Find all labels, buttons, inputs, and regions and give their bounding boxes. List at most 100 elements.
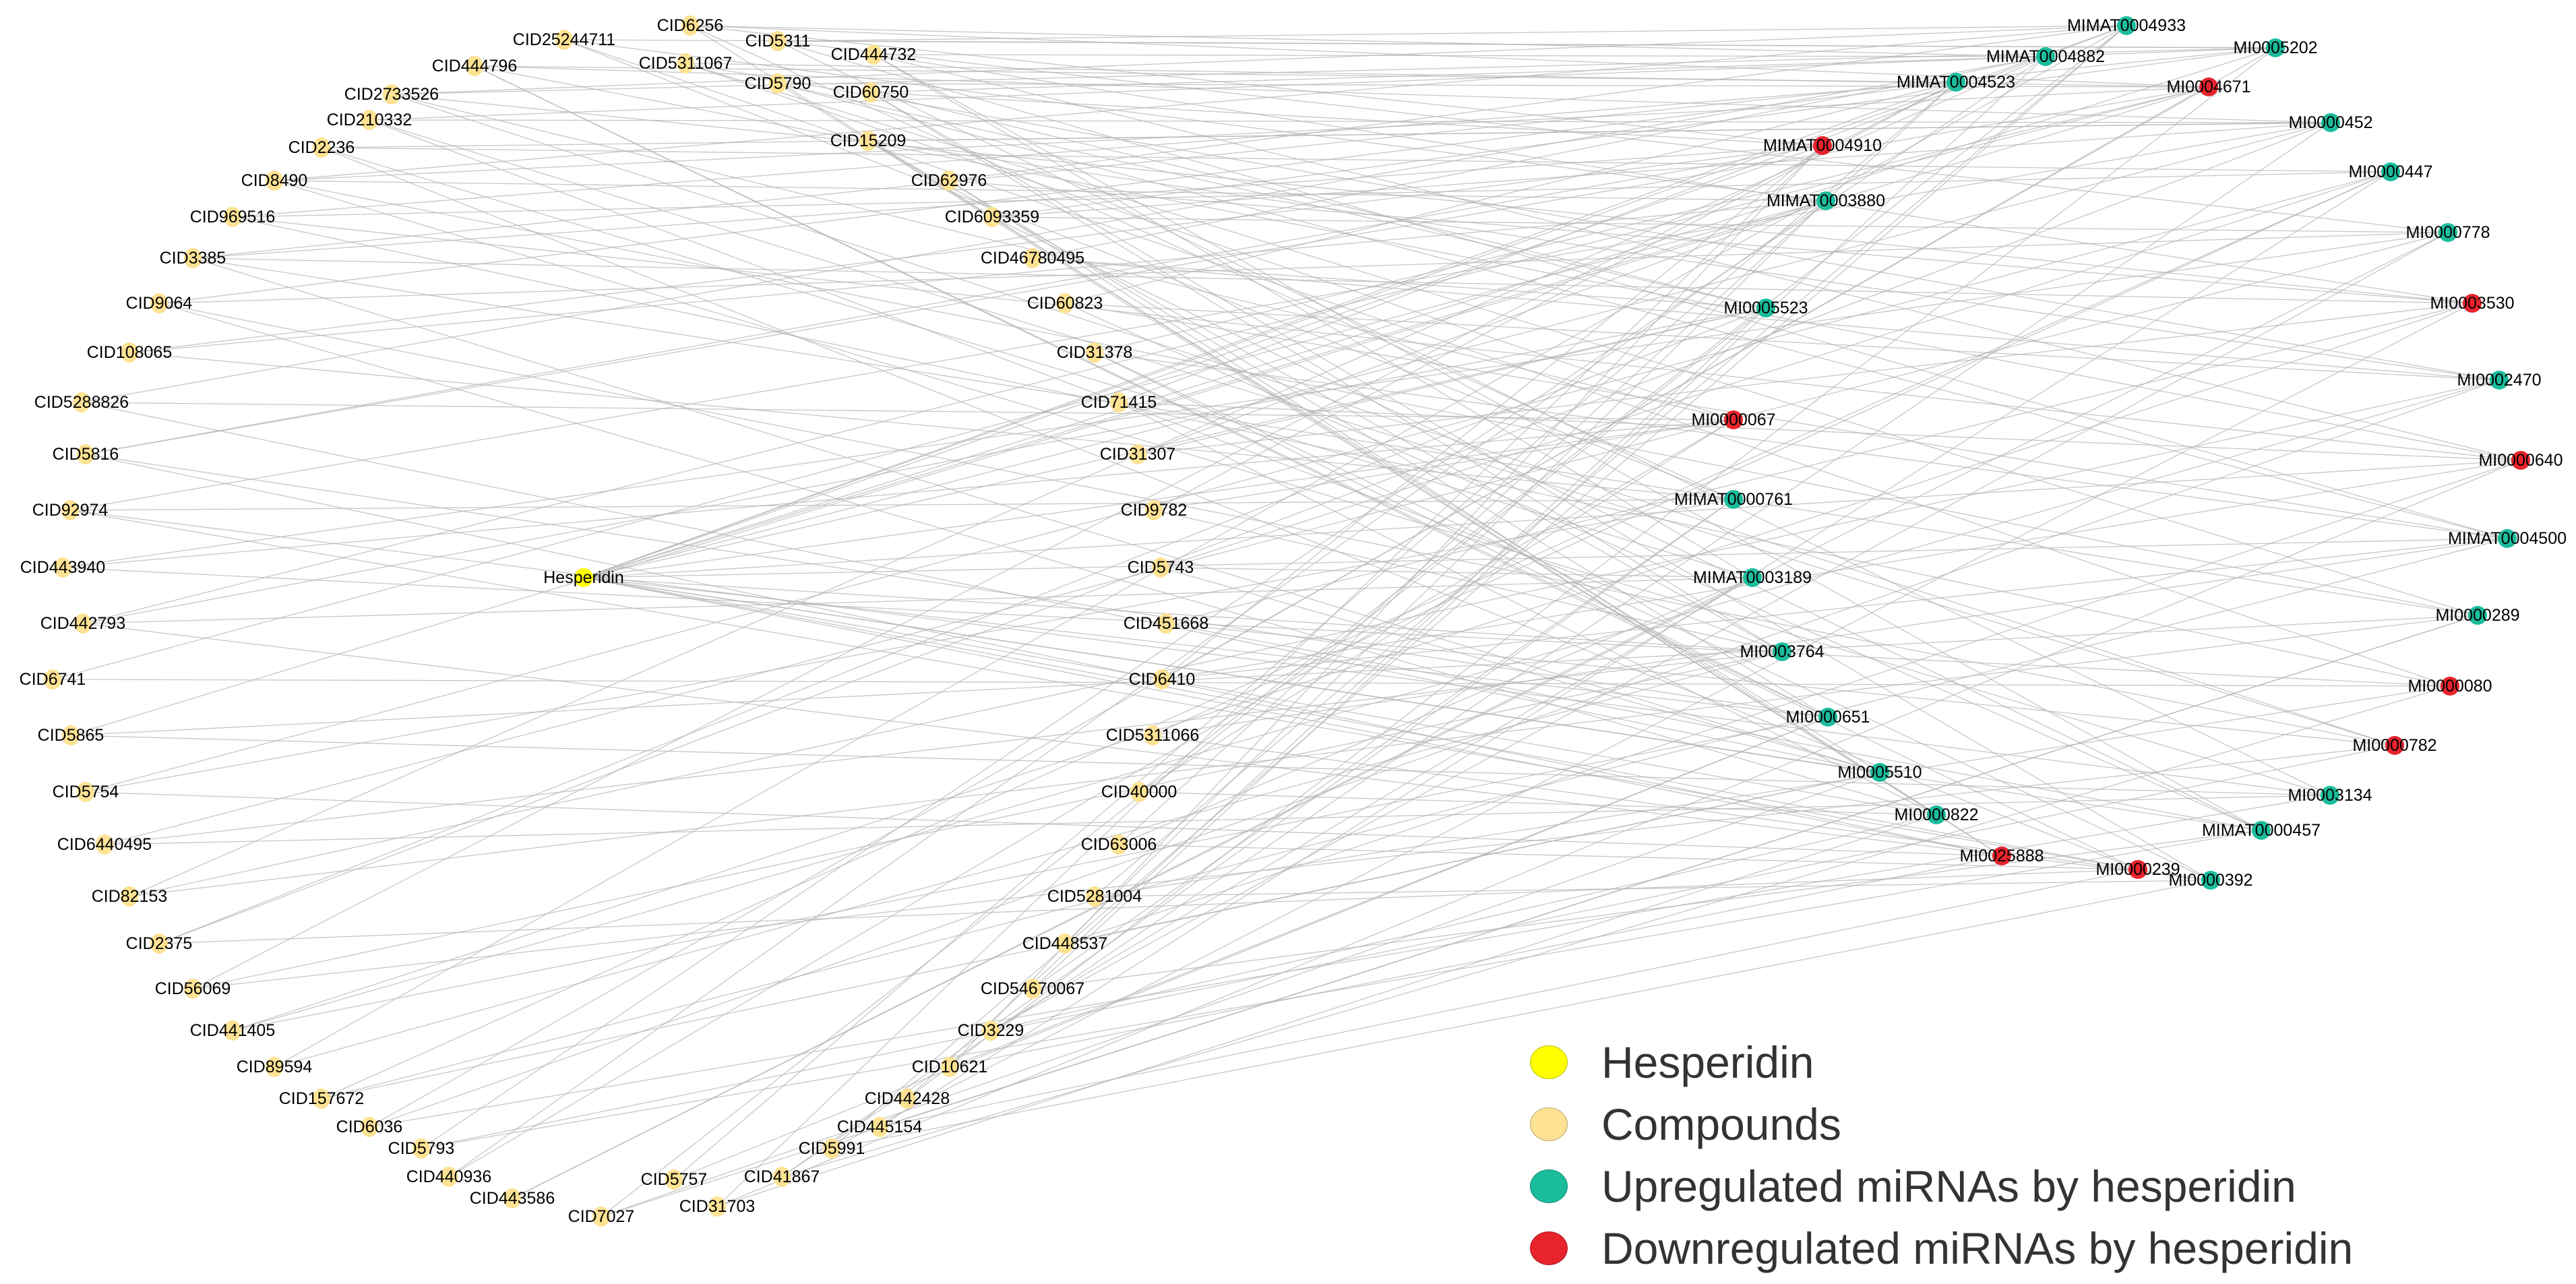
edge xyxy=(391,94,2473,304)
edge xyxy=(867,140,1937,816)
mirna-node-marker xyxy=(2468,606,2487,625)
compound-node: CID5281004 xyxy=(1047,886,1142,907)
edge xyxy=(1094,352,2508,539)
compound-node: CID5816 xyxy=(53,444,119,464)
compound-node-label: CID89594 xyxy=(237,1058,313,1076)
compound-node-marker xyxy=(769,73,787,94)
legend-item-upregulated: Upregulated miRNAs by hesperidin xyxy=(1530,1155,2541,1217)
edge xyxy=(1064,303,2262,831)
compound-node-label: CID445154 xyxy=(837,1118,923,1136)
compound-node-marker xyxy=(224,207,241,227)
compound-node: CID6410 xyxy=(1129,669,1195,690)
compound-node-marker xyxy=(54,557,71,578)
compound-node-marker xyxy=(982,1020,1000,1041)
mirna-node-marker xyxy=(2441,677,2459,696)
edge xyxy=(1161,460,2521,680)
compound-node-label: CID5311 xyxy=(745,32,811,51)
compound-node-label: CID3229 xyxy=(958,1021,1024,1040)
compound-node-label: CID46780495 xyxy=(981,249,1084,268)
compound-node-marker xyxy=(224,1020,241,1041)
compound-node-label: CID442428 xyxy=(865,1089,950,1108)
compound-node-label: CID71415 xyxy=(1081,393,1157,412)
edge xyxy=(81,402,1880,773)
compound-node-marker xyxy=(150,934,168,954)
compound-node: CID5991 xyxy=(799,1138,865,1159)
edge xyxy=(1032,56,2046,259)
mirna-node-label: MIMAT0004500 xyxy=(2448,529,2567,548)
mirna-node: MI0005523 xyxy=(1723,299,1808,317)
mirna-node-label: MI0004671 xyxy=(2166,78,2250,96)
edge xyxy=(369,86,2209,1128)
mirna-node-marker xyxy=(1724,410,1743,429)
edge xyxy=(274,180,2478,616)
mirna-node-marker xyxy=(2128,860,2147,879)
edge xyxy=(1094,880,2211,897)
compound-node-marker xyxy=(313,1089,330,1109)
compound-node: CID5790 xyxy=(745,73,811,94)
compound-node-label: CID5816 xyxy=(53,445,119,464)
mirna-node-marker xyxy=(2266,38,2285,57)
edge xyxy=(870,92,2211,881)
compound-node: CID440936 xyxy=(406,1167,491,1187)
compound-node-marker xyxy=(440,1167,458,1187)
compound-node-marker xyxy=(1157,613,1175,634)
compound-node: CID6440495 xyxy=(57,834,152,855)
edge xyxy=(85,791,2002,857)
mirna-node: MI0000067 xyxy=(1691,410,1776,429)
compound-node-label: CID63006 xyxy=(1081,835,1157,854)
mirna-node: MIMAT0000761 xyxy=(1674,490,1793,509)
compound-node: CID2375 xyxy=(126,934,192,954)
compound-node: CID5311066 xyxy=(1106,725,1200,745)
edge xyxy=(391,25,2127,95)
edge xyxy=(879,171,2391,1128)
mirna-node-marker xyxy=(2385,736,2404,755)
edge xyxy=(689,25,2002,857)
mirna-node-marker xyxy=(2439,223,2457,242)
edge xyxy=(1165,623,2395,746)
compound-node-label: CID443586 xyxy=(470,1189,555,1208)
compound-node: CID15209 xyxy=(830,131,906,151)
compound-node-marker xyxy=(96,834,113,855)
compound-node-marker xyxy=(150,293,168,313)
compound-node-marker xyxy=(121,886,138,907)
compound-node-marker xyxy=(121,342,138,363)
hub-edge xyxy=(583,577,1937,816)
mirna-node-marker xyxy=(1816,191,1835,210)
edge xyxy=(689,25,1734,500)
compound-node-marker xyxy=(313,137,330,158)
mirna-node: MI0004671 xyxy=(2166,78,2251,96)
edge xyxy=(689,25,2046,57)
edge xyxy=(1094,86,2209,353)
mirna-node: MIMAT0004500 xyxy=(2448,529,2567,548)
edge xyxy=(274,651,1783,1068)
compound-node-marker xyxy=(677,53,694,73)
compound-node-label: CID9064 xyxy=(126,294,193,313)
legend-label-downregulated: Downregulated miRNAs by hesperidin xyxy=(1601,1223,2354,1273)
edge xyxy=(474,65,2331,123)
compound-node: CID9064 xyxy=(126,293,193,313)
hub-edge xyxy=(583,122,2331,578)
edge xyxy=(321,772,1880,1099)
compound-node-marker xyxy=(1144,725,1161,745)
compound-node-label: CID60750 xyxy=(833,83,909,102)
mirna-node-label: MIMAT0004523 xyxy=(1897,73,2015,92)
compound-node-label: CID5311066 xyxy=(1106,726,1200,745)
mirna-node-label: MIMAT0003880 xyxy=(1767,191,1885,210)
compound-node: CID9782 xyxy=(1121,500,1188,520)
compound-node-label: CID6741 xyxy=(20,670,86,689)
compound-node: CID89594 xyxy=(237,1057,313,1077)
compound-node-label: CID9782 xyxy=(1121,501,1188,520)
edge xyxy=(991,216,2262,831)
edge xyxy=(369,47,2276,121)
legend-swatch-upregulated xyxy=(1530,1169,1568,1203)
hub-edge xyxy=(583,538,2508,578)
edge xyxy=(873,54,2473,304)
compound-node-label: CID210332 xyxy=(327,111,412,129)
mirna-node: MI0000080 xyxy=(2408,677,2492,696)
edge xyxy=(673,82,1957,1180)
mirna-node-label: MI0000289 xyxy=(2435,606,2519,625)
mirna-node: MIMAT0004882 xyxy=(1986,47,2105,66)
compound-node-marker xyxy=(865,44,882,65)
mirna-node-marker xyxy=(1743,568,1762,587)
